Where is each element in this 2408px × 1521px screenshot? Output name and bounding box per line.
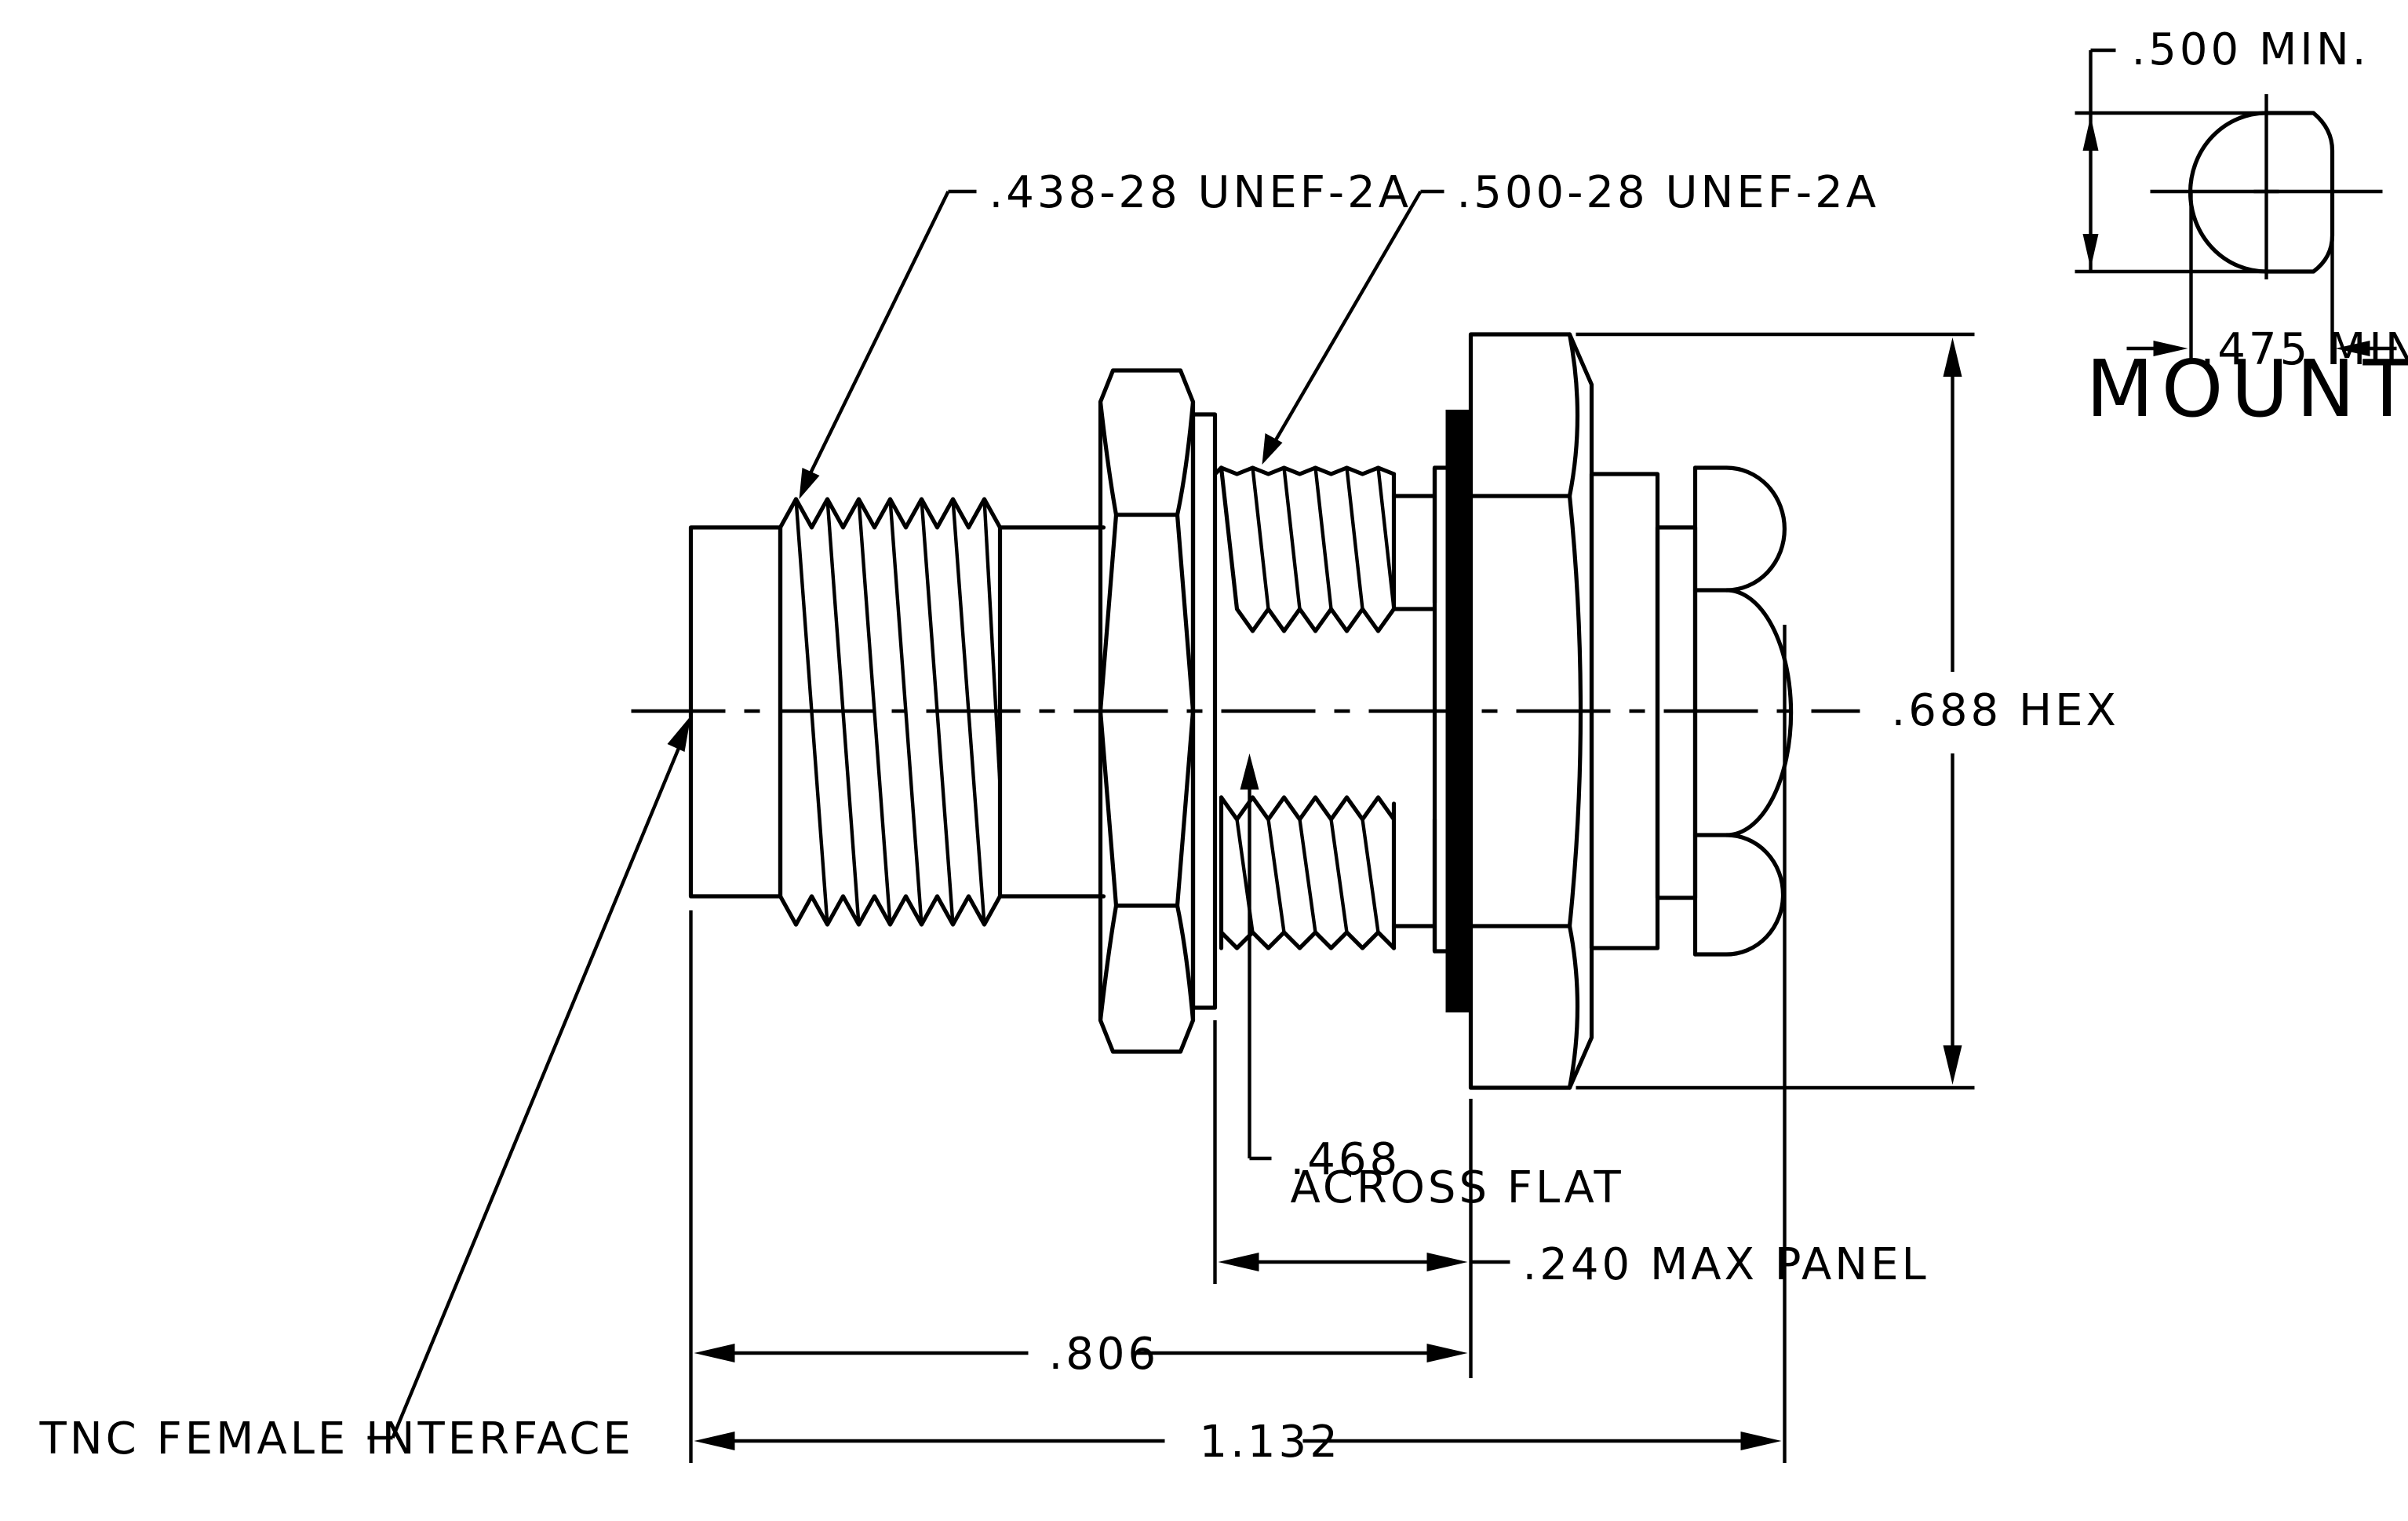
mounting-hole-detail: .500 MIN. .475 MIN. MOUNTING HOLE [2075, 24, 2408, 435]
neck [997, 525, 1106, 899]
rear-hex-body [1468, 332, 1594, 1090]
front-thread [778, 497, 1003, 927]
callout-rear-thread: .500-28 UNEF-2A [1262, 167, 1880, 465]
label-min-width: .475 MIN. [2201, 324, 2408, 375]
dim-overall-length: 1.132 [694, 625, 1787, 1468]
label-max-panel: .240 MAX PANEL [1523, 1239, 1929, 1290]
label-front-thread: .438-28 UNEF-2A [989, 167, 1412, 218]
dim-max-panel: .240 MAX PANEL [1213, 1020, 1929, 1378]
label-min-height: .500 MIN. [2132, 24, 2370, 75]
callout-front-thread: .438-28 UNEF-2A [799, 167, 1412, 499]
rear-thread-lower [1219, 795, 1437, 954]
lock-washer [1190, 412, 1218, 1010]
label-inner-length: .806 [1049, 1329, 1160, 1380]
panel-gasket [1445, 410, 1471, 1012]
dim-inner-length: .806 [689, 910, 1468, 1463]
label-hex: .688 HEX [1892, 685, 2119, 736]
dim-hex: .688 HEX [1576, 332, 2119, 1090]
label-across-flat-value: .468 [1291, 1134, 1401, 1185]
dim-across-flat: .468 ACROSS FLAT [1240, 753, 1624, 1213]
flange [1432, 410, 1471, 1012]
rear-thread-upper [1212, 465, 1437, 633]
front-hex-nut [1098, 368, 1196, 1054]
label-interface: TNC FEMALE INTERFACE [39, 1413, 634, 1464]
label-overall-length: 1.132 [1200, 1417, 1341, 1468]
mounting-hole-title: MOUNTING HOLE [2086, 343, 2408, 435]
mounting-hole-outline [2188, 111, 2335, 274]
label-rear-thread: .500-28 UNEF-2A [1457, 167, 1880, 218]
label-across-flat: ACROSS FLAT [1291, 1162, 1624, 1213]
callout-interface: TNC FEMALE INTERFACE [39, 716, 691, 1464]
